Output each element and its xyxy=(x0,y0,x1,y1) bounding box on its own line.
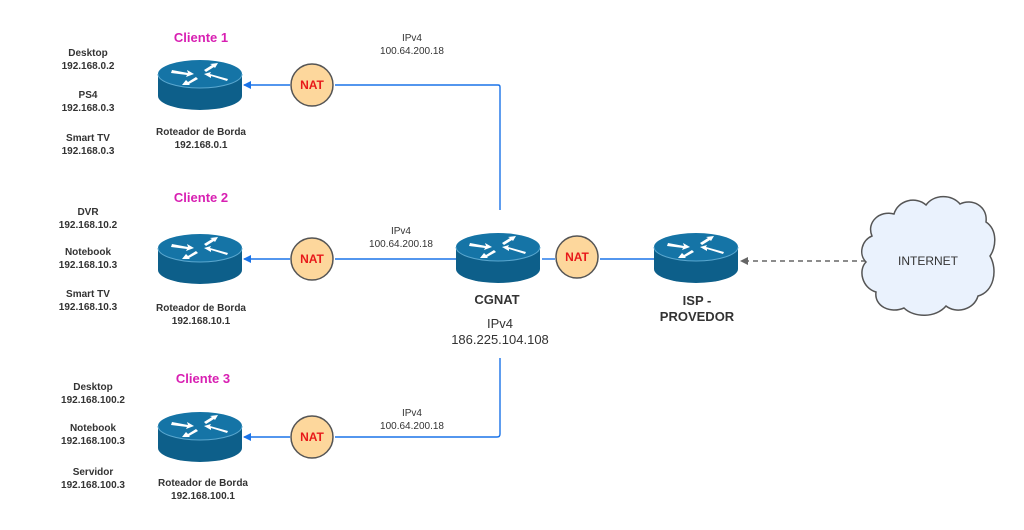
client-title: Cliente 2 xyxy=(174,190,228,205)
device-ip: 192.168.100.3 xyxy=(61,436,125,447)
router-icon[interactable] xyxy=(455,232,541,284)
isp-label: ISP - xyxy=(683,293,712,308)
device-ip: 192.168.10.3 xyxy=(59,260,118,271)
link-ip: 100.64.200.18 xyxy=(380,421,444,432)
device-name: Smart TV xyxy=(66,133,110,144)
cloud-icon xyxy=(861,195,996,316)
isp-label: PROVEDOR xyxy=(660,309,735,324)
internet-cloud[interactable]: INTERNET xyxy=(861,195,996,316)
cgnat-ip: 186.225.104.108 xyxy=(451,332,549,347)
nat-label: NAT xyxy=(565,250,589,264)
router-label: Roteador de Borda xyxy=(158,478,248,489)
router-icon[interactable] xyxy=(157,59,243,111)
nat-node[interactable] xyxy=(290,63,334,107)
device-name: Servidor xyxy=(73,467,114,478)
device-name: Notebook xyxy=(70,423,117,434)
device-ip: 192.168.100.3 xyxy=(61,480,125,491)
router-ip: 192.168.10.1 xyxy=(172,316,231,327)
link-proto: IPv4 xyxy=(402,33,422,44)
link-client3-cgnat xyxy=(335,358,501,438)
cgnat-node: CGNAT IPv4 186.225.104.108 NAT xyxy=(451,232,599,347)
link-ip: 100.64.200.18 xyxy=(369,239,433,250)
link-proto: IPv4 xyxy=(391,226,411,237)
cgnat-proto: IPv4 xyxy=(487,316,513,331)
router-icon[interactable] xyxy=(653,232,739,284)
device-name: Desktop xyxy=(73,382,112,393)
nat-node[interactable] xyxy=(290,237,334,281)
link-proto: IPv4 xyxy=(402,408,422,419)
link-client1-cgnat xyxy=(335,84,501,210)
internet-label: INTERNET xyxy=(898,254,959,268)
router-icon[interactable] xyxy=(157,411,243,463)
nat-label: NAT xyxy=(300,430,324,444)
device-name: DVR xyxy=(77,207,99,218)
device-name: Desktop xyxy=(68,48,107,59)
device-ip: 192.168.0.2 xyxy=(62,61,115,72)
nat-label: NAT xyxy=(300,252,324,266)
client-title: Cliente 3 xyxy=(176,371,230,386)
link-ip: 100.64.200.18 xyxy=(380,46,444,57)
device-ip: 192.168.10.3 xyxy=(59,302,118,313)
device-ip: 192.168.0.3 xyxy=(62,146,115,157)
router-label: Roteador de Borda xyxy=(156,127,246,138)
nat-node[interactable] xyxy=(290,415,334,459)
client-3: Cliente 3 Desktop 192.168.100.2 Notebook… xyxy=(61,371,444,502)
router-ip: 192.168.0.1 xyxy=(175,140,228,151)
links xyxy=(243,81,866,441)
device-ip: 192.168.0.3 xyxy=(62,103,115,114)
nat-node[interactable] xyxy=(555,235,599,279)
client-2: Cliente 2 DVR 192.168.10.2 Notebook 192.… xyxy=(59,190,434,327)
client-1: Cliente 1 Desktop 192.168.0.2 PS4 192.16… xyxy=(62,30,445,157)
device-name: PS4 xyxy=(79,90,98,101)
device-ip: 192.168.10.2 xyxy=(59,220,118,231)
router-ip: 192.168.100.1 xyxy=(171,491,235,502)
device-ip: 192.168.100.2 xyxy=(61,395,125,406)
client-title: Cliente 1 xyxy=(174,30,228,45)
device-name: Notebook xyxy=(65,247,112,258)
isp-node: ISP - PROVEDOR xyxy=(653,232,739,324)
device-name: Smart TV xyxy=(66,289,110,300)
router-icon[interactable] xyxy=(157,233,243,285)
cgnat-label: CGNAT xyxy=(474,292,519,307)
nat-label: NAT xyxy=(300,78,324,92)
router-label: Roteador de Borda xyxy=(156,303,246,314)
